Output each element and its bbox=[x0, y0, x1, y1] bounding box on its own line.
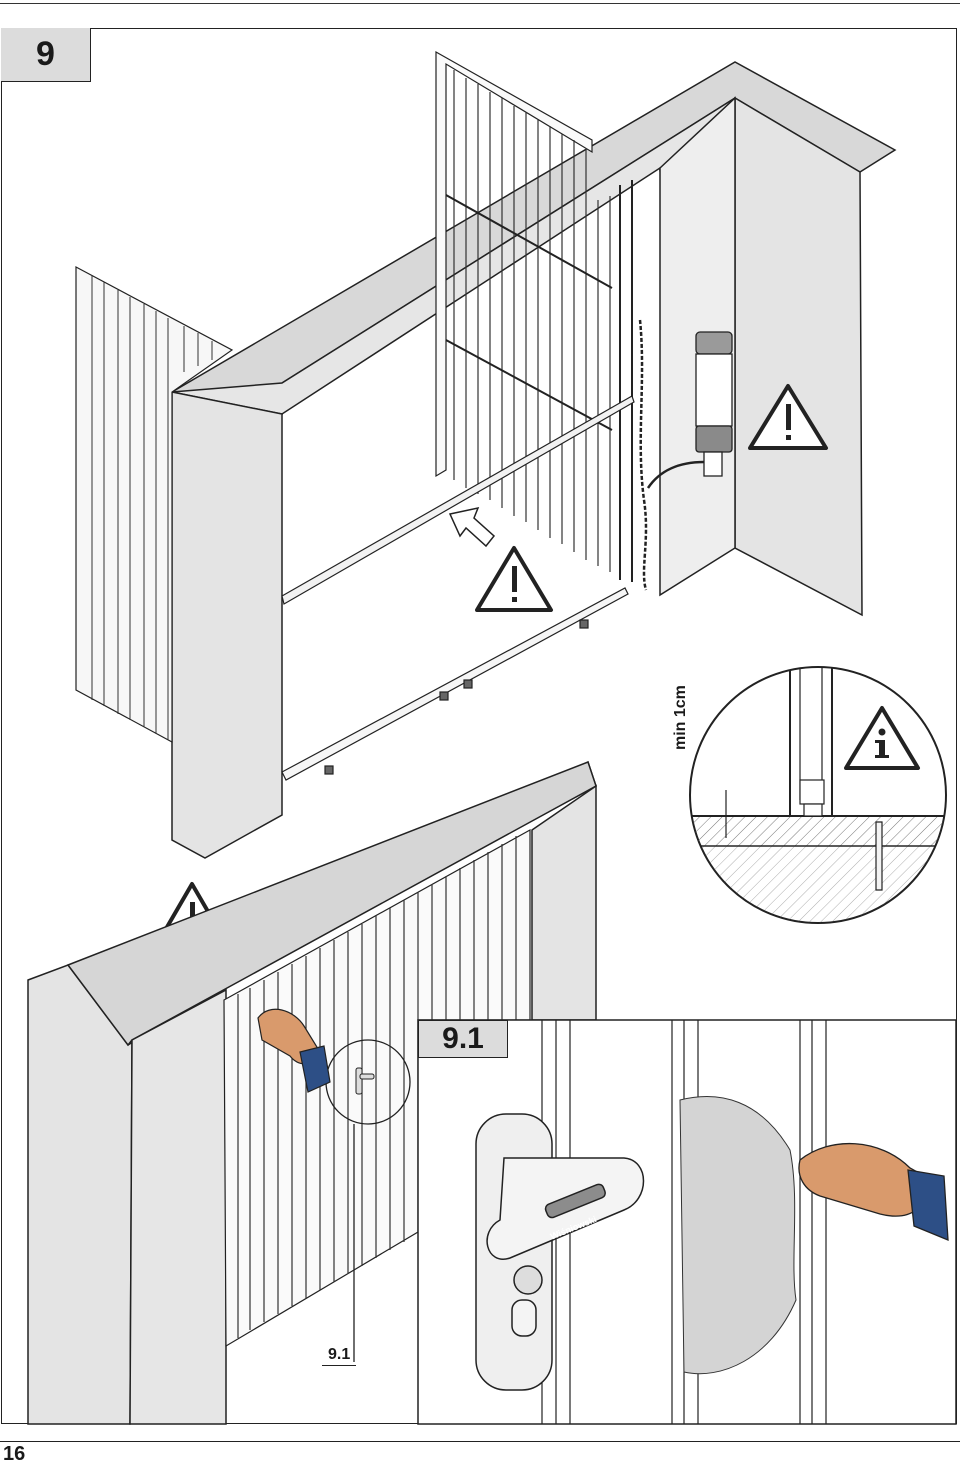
door-handle-large bbox=[475, 1113, 645, 1391]
door-handle-small bbox=[355, 1067, 375, 1095]
detail-panel-9-1 bbox=[417, 1019, 957, 1425]
clearance-measurement-label: min 1cm bbox=[672, 685, 689, 750]
step-number-box: 9 bbox=[1, 28, 91, 82]
page-number: 16 bbox=[3, 1443, 26, 1465]
bottom-rule bbox=[0, 1441, 960, 1442]
detail-callout-label: 9.1 bbox=[322, 1346, 357, 1366]
warning-triangle-icon bbox=[475, 546, 553, 612]
side-panel-left bbox=[75, 266, 234, 744]
installed-door bbox=[223, 828, 531, 1348]
sealant-cartridge bbox=[646, 331, 733, 489]
top-rule bbox=[0, 3, 960, 4]
warning-triangle-icon bbox=[748, 384, 828, 450]
garage-wall-main bbox=[169, 61, 897, 859]
direction-arrow bbox=[448, 506, 496, 548]
door-frame bbox=[281, 50, 648, 781]
garage-wall-lower bbox=[27, 760, 597, 1425]
substep-label-box: 9.1 bbox=[418, 1020, 508, 1058]
info-triangle-icon bbox=[844, 706, 920, 770]
hand-peeling-film bbox=[257, 1008, 331, 1093]
detail-circle-clearance bbox=[689, 666, 947, 924]
